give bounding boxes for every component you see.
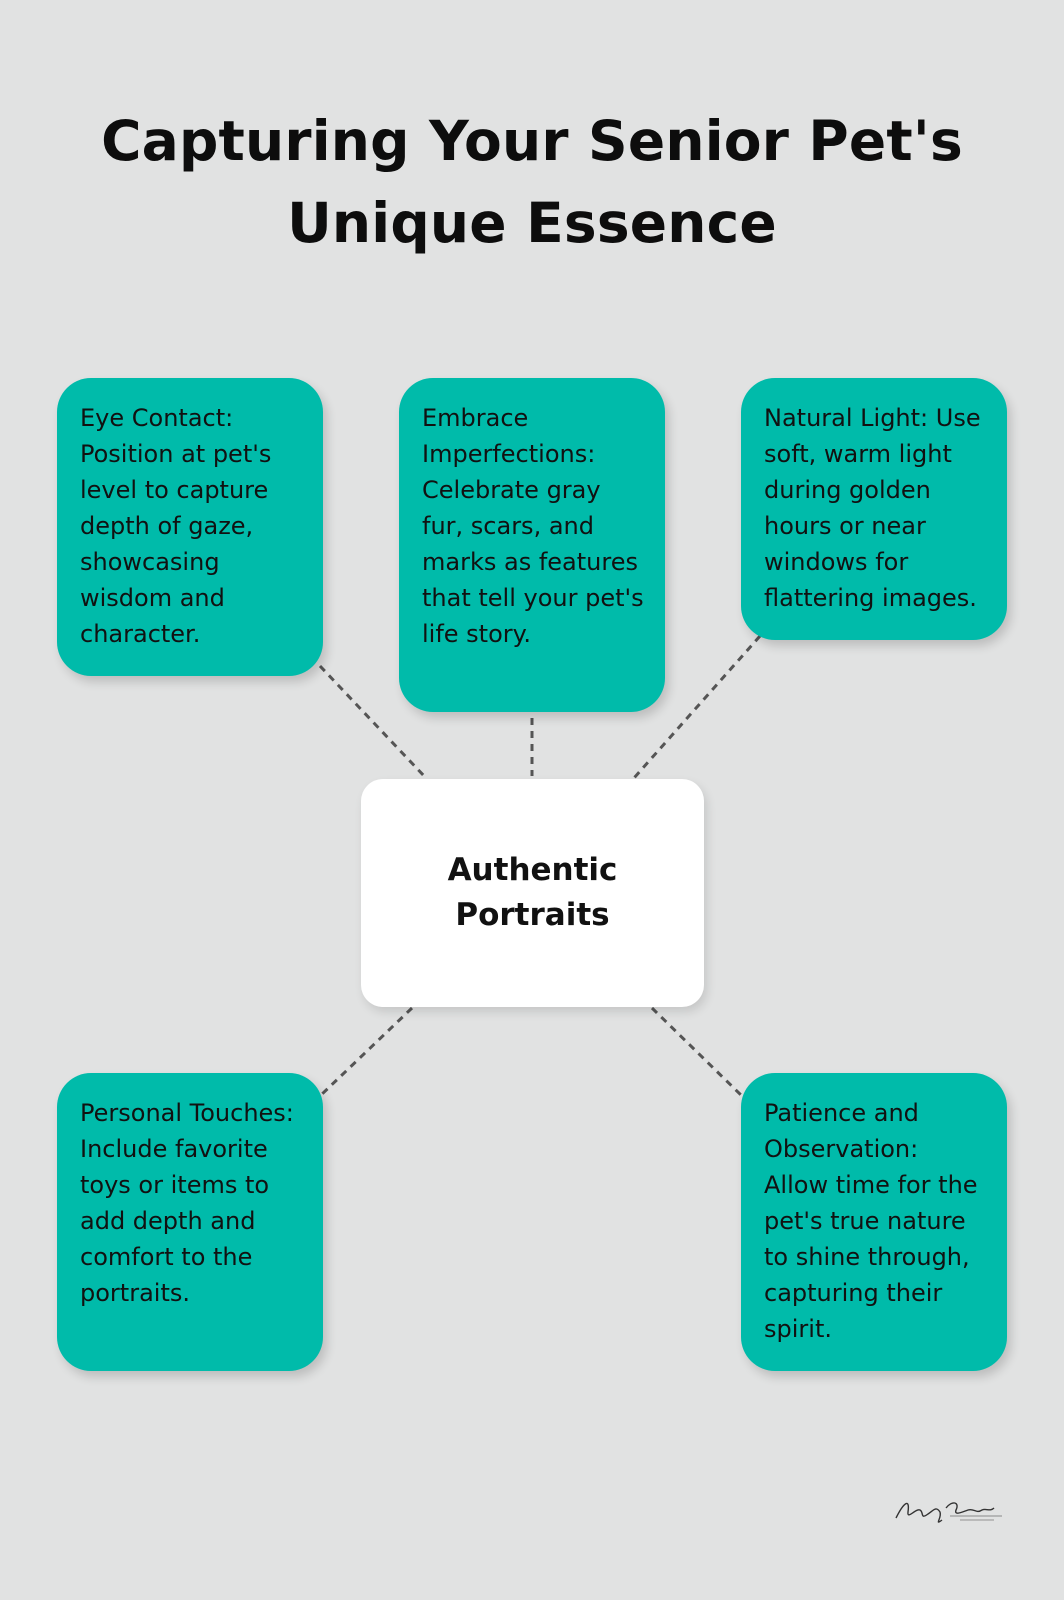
card-imperfections-text: Embrace Imperfections: Celebrate gray fu…: [422, 404, 644, 648]
connector-personal-touches: [318, 1006, 414, 1098]
center-node: Authentic Portraits: [361, 779, 704, 1007]
connector-patience: [650, 1006, 744, 1098]
card-patience-text: Patience and Observation: Allow time for…: [764, 1099, 978, 1343]
card-patience-observation: Patience and Observation: Allow time for…: [741, 1073, 1007, 1371]
card-embrace-imperfections: Embrace Imperfections: Celebrate gray fu…: [399, 378, 665, 712]
connector-natural-light: [632, 635, 762, 779]
card-natural-light-text: Natural Light: Use soft, warm light duri…: [764, 404, 981, 612]
center-node-label: Authentic Portraits: [447, 852, 618, 933]
photographer-signature-logo: [895, 1502, 1002, 1523]
card-eye-contact: Eye Contact: Position at pet's level to …: [57, 378, 323, 676]
page-title: Capturing Your Senior Pet's Unique Essen…: [101, 109, 963, 255]
card-eye-contact-text: Eye Contact: Position at pet's level to …: [80, 404, 272, 648]
card-personal-touches: Personal Touches: Include favorite toys …: [57, 1073, 323, 1371]
card-natural-light: Natural Light: Use soft, warm light duri…: [741, 378, 1007, 640]
card-personal-touches-text: Personal Touches: Include favorite toys …: [80, 1099, 294, 1307]
